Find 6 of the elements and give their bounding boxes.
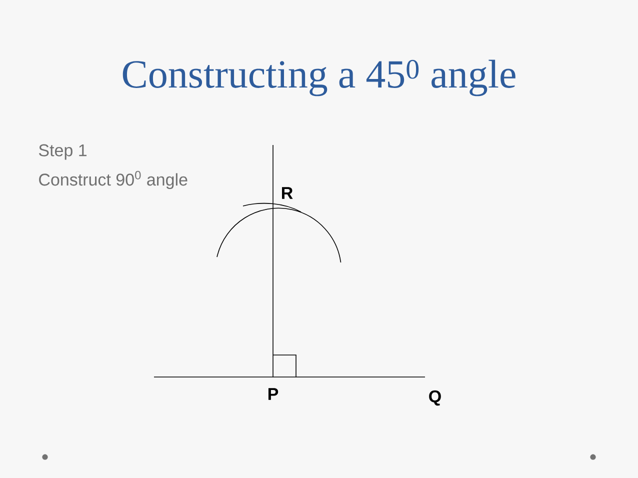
point-label: P bbox=[268, 388, 278, 400]
step-text: Construct 90$^{0}$ angle bbox=[39, 170, 188, 190]
point-label: R bbox=[282, 187, 293, 199]
step-text: Step 1 bbox=[38, 144, 86, 160]
point-label: Q bbox=[429, 390, 441, 406]
title: Constructing a 45$^{0}$ angle bbox=[122, 60, 516, 96]
